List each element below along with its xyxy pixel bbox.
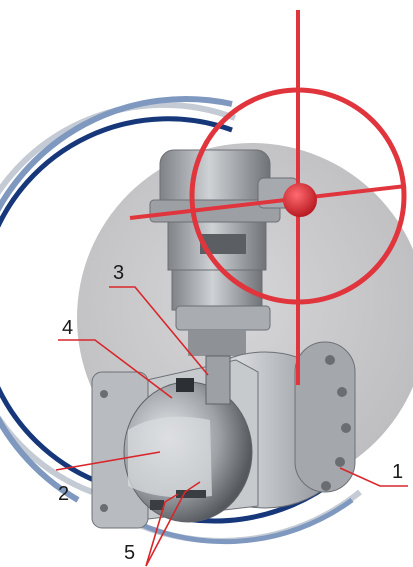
callout-4: 4 xyxy=(62,317,73,339)
handwheel-hub xyxy=(283,183,317,217)
callout-1: 1 xyxy=(392,461,403,483)
callout-5: 5 xyxy=(124,542,135,564)
callout-2: 2 xyxy=(58,483,69,505)
ball-valve-icon xyxy=(91,341,356,529)
flange-bolts xyxy=(321,355,351,491)
leader-lines xyxy=(55,286,408,567)
decorative-arcs xyxy=(0,95,362,545)
callout-3: 3 xyxy=(113,262,124,284)
